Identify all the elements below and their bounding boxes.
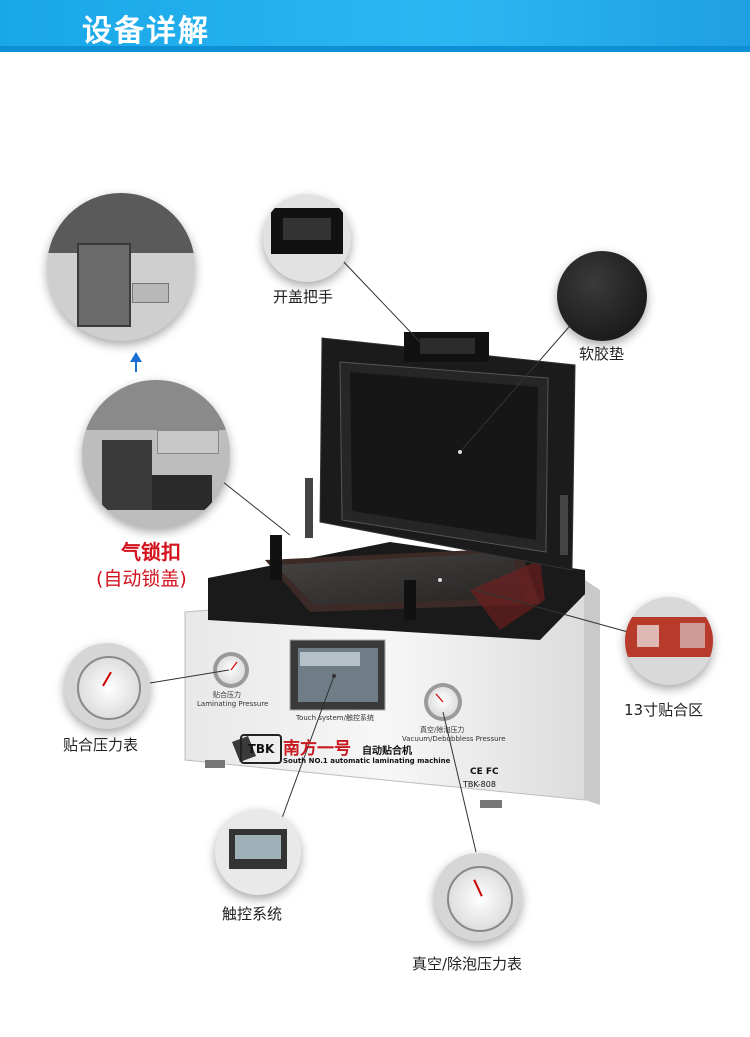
lock-subtitle: (自动锁盖) xyxy=(96,568,187,590)
front-panel xyxy=(213,639,462,762)
handle-label: 开盖把手 xyxy=(273,288,334,306)
header-accent xyxy=(0,46,750,52)
touch-label: Touch system/触控系统 xyxy=(296,714,374,722)
pad-label: 软胶垫 xyxy=(579,345,625,363)
up-arrow-icon xyxy=(130,352,142,372)
lam-gauge-closeup xyxy=(64,643,150,729)
lam-gauge-label: 贴合压力表 xyxy=(63,736,139,754)
pad-closeup xyxy=(557,251,647,341)
header-banner: 设备详解 xyxy=(0,0,750,52)
brand-logo: TBK xyxy=(240,734,282,764)
lock-closeup-top xyxy=(47,193,195,341)
brand-cn2: 自动贴合机 xyxy=(362,746,412,757)
touch-label-callout: 触控系统 xyxy=(222,905,283,923)
vac-label-cn: 真空/除泡压力 xyxy=(420,726,465,734)
handle-closeup xyxy=(263,194,351,282)
vac-gauge-closeup xyxy=(434,853,522,941)
lam-label-cn: 贴合压力 xyxy=(213,691,241,699)
lock-title: 气锁扣 xyxy=(121,540,181,564)
area-closeup xyxy=(625,597,713,685)
brand-cn: 南方一号 xyxy=(283,739,351,759)
brand-en: South NO.1 automatic laminating machine xyxy=(283,757,451,765)
callout-lines xyxy=(149,257,629,853)
vac-gauge-label: 真空/除泡压力表 xyxy=(412,955,523,973)
page-title: 设备详解 xyxy=(82,14,210,49)
model-label: TBK-808 xyxy=(463,780,496,789)
touch-closeup xyxy=(215,809,301,895)
vac-label-en: Vacuum/Debubbless Pressure xyxy=(402,735,506,743)
machine-lid xyxy=(270,332,576,620)
area-label: 13寸贴合区 xyxy=(624,701,704,719)
cert-mark: CE FC xyxy=(470,767,499,777)
lam-label-en: Laminating Pressure xyxy=(197,700,269,708)
lock-closeup-bottom xyxy=(82,380,230,528)
